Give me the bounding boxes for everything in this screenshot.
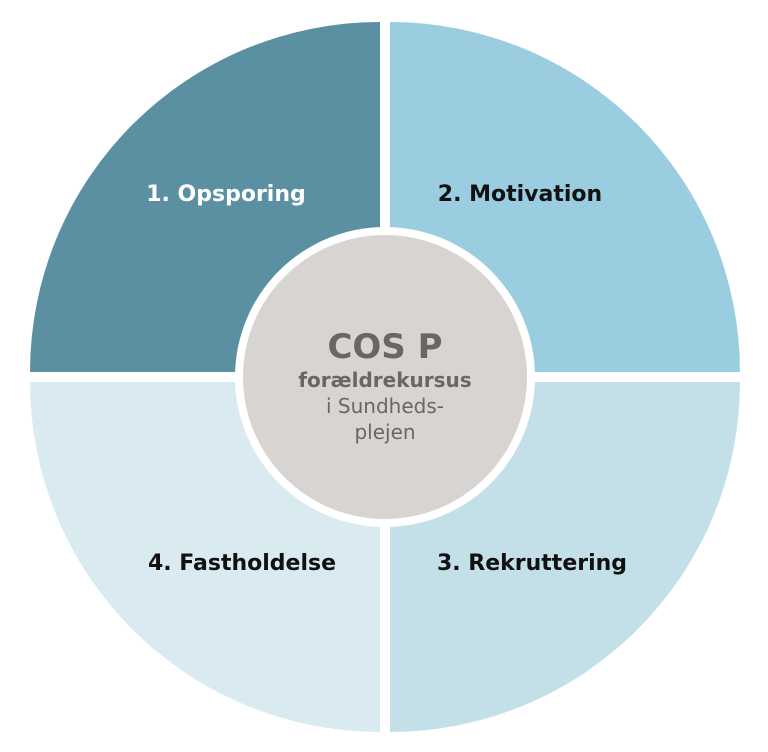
center-line-1: forældrekursus [298, 368, 471, 392]
quadrant-label-motivation: 2. Motivation [438, 182, 602, 207]
center-line-3: plejen [354, 420, 415, 444]
center-title: COS P [327, 327, 442, 367]
quadrant-label-fastholdelse: 4. Fastholdelse [148, 551, 336, 576]
quadrant-label-rekruttering: 3. Rekruttering [437, 551, 627, 576]
quadrant-label-opsporing: 1. Opsporing [146, 182, 306, 207]
center-line-2: i Sundheds- [326, 394, 444, 418]
center-circle [243, 235, 527, 519]
